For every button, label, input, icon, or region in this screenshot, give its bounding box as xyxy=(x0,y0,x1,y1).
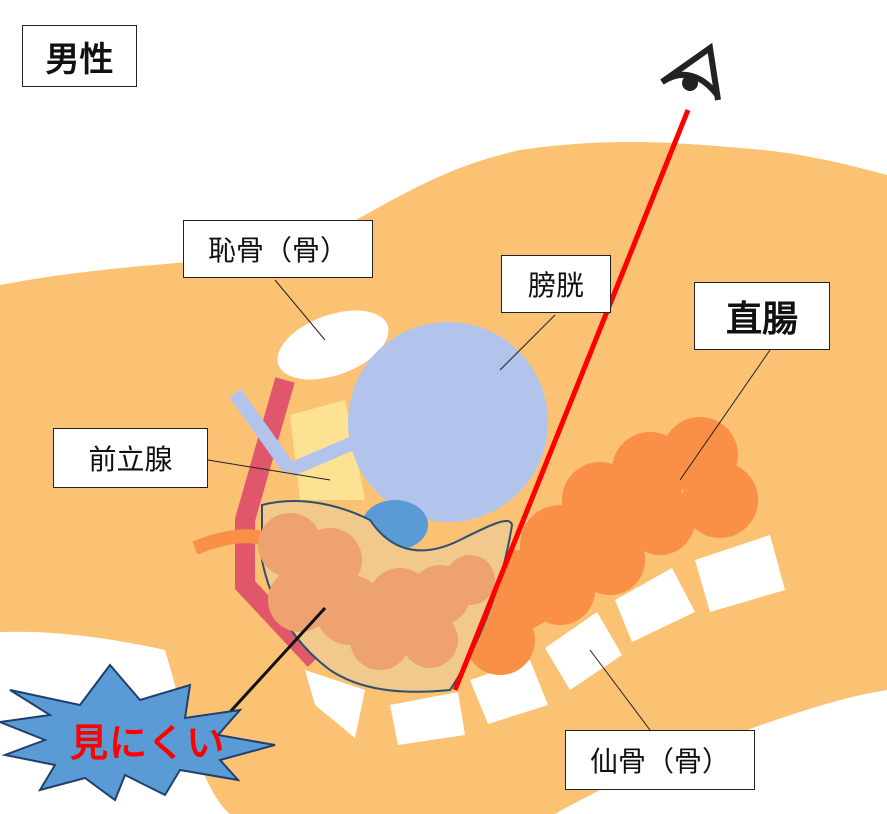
leader-lines xyxy=(207,279,771,731)
title-label: 男性 xyxy=(22,25,137,87)
sacrum-vertebrae xyxy=(305,535,785,745)
pubic-bone xyxy=(277,310,389,380)
rectum-label: 直腸 xyxy=(694,282,830,350)
burst-shape xyxy=(0,663,276,802)
bladder-label: 膀胱 xyxy=(501,255,611,313)
prostate-label: 前立腺 xyxy=(53,428,208,488)
hidden-pointer xyxy=(228,606,327,714)
sight-line xyxy=(452,109,691,691)
bladder xyxy=(348,322,548,522)
sacrum-label: 仙骨（骨） xyxy=(565,730,755,790)
hard-to-see-label: 見にくい xyxy=(70,721,226,765)
urethra-duct xyxy=(229,388,296,475)
rectum xyxy=(465,417,758,675)
urethra-duct-2 xyxy=(287,433,363,477)
eye-icon xyxy=(660,42,721,101)
pubis-label: 恥骨（骨） xyxy=(183,220,373,278)
